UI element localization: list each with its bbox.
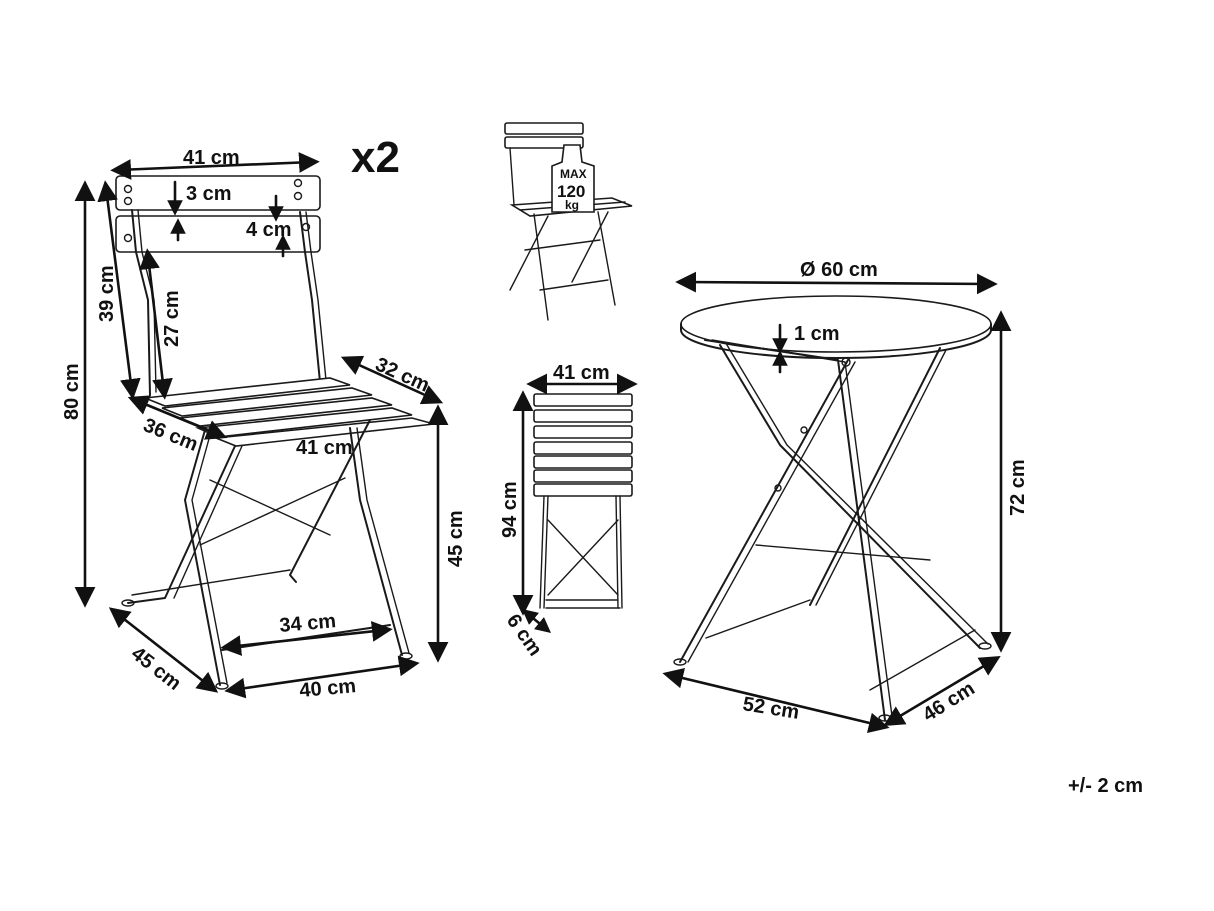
tolerance-label: +/- 2 cm [1068,775,1143,797]
table-leg-inner [687,361,856,663]
chair-leg-back-left-inner [191,427,228,684]
folded-chair-leg [615,495,619,609]
folded-chair-slat [533,455,633,469]
chair-backrest-height-label: 39 cm [96,265,118,322]
folded-chair-leg [539,495,545,609]
folded-chair-dimension-lines [512,373,638,633]
table-diameter-label: Ø 60 cm [800,259,878,281]
table-top-thickness-label: 1 cm [794,323,840,345]
chair-leg-front-left [127,445,236,604]
chair-front-bar-width-label: 34 cm [279,610,337,637]
folded-chair-slat [533,469,633,483]
chair-slat-height-label: 4 cm [246,219,292,241]
table-base-width-label: 52 cm [741,693,800,724]
table-rivet [841,357,851,367]
folded-chair-height-label: 94 cm [499,481,521,538]
chair-dimension-lines [74,152,449,699]
chair-top-width-label: 41 cm [183,147,240,169]
table-rivet [774,484,782,492]
chair-leg-back-right [289,419,371,583]
weight-limit-value-label: 120 [557,182,585,201]
weight-icon [551,144,595,213]
chair-cross-bar [209,479,331,536]
folded-chair-slat [533,425,633,439]
chair-leg-right [349,427,403,656]
folded-chair-slat [533,483,633,497]
folded-chair-leg [543,495,549,609]
chair-total-height-label: 80 cm [61,363,83,420]
table-leg-inner [726,344,989,645]
small-chair-leg [571,211,609,283]
chair-leg-right-inner [356,427,410,654]
small-chair-bar [539,279,609,291]
chair-seat-depth-top-label: 32 cm [372,353,433,396]
table-cross-bar [755,544,931,561]
small-chair-leg [509,215,549,291]
table-leg [719,344,981,649]
folded-chair-slat [533,393,633,407]
chair-foot [215,682,229,690]
small-chair-back-slat [504,122,584,135]
folded-chair-width-label: 41 cm [553,362,610,384]
table-base-depth-label: 46 cm [919,678,979,727]
small-chair-leg [597,211,616,306]
chair-seat-width-label: 41 cm [296,437,353,459]
weight-limit-unit-label: kg [565,198,579,212]
chair-foot [121,599,135,607]
chair-backrest-inner-height-label: 27 cm [161,290,183,347]
chair-base-depth-label: 45 cm [127,643,185,695]
small-chair-upright [509,147,515,206]
chair-back-upright-right-inner [305,211,327,381]
small-chair-leg [533,213,549,321]
chair-slat-gap-label: 3 cm [186,183,232,205]
folded-chair-slat [533,409,633,423]
folded-chair-slat [533,441,633,455]
table-leg [679,359,849,663]
small-chair-cross [524,239,601,251]
folded-chair-leg [619,495,623,609]
folded-chair-thickness-label: 6 cm [502,610,546,660]
chair-base-width-label: 40 cm [299,675,357,702]
chair-foot [399,652,413,660]
chair-bottom-bar [131,569,291,596]
weight-limit-chair-drawing [504,122,633,321]
table-leg [704,339,886,721]
table-foot [978,642,992,650]
folded-chair-drawing [533,393,633,609]
chair-leg-front-left-inner [173,445,243,599]
chair-back-upright-right [299,211,321,383]
table-cross-bar [705,599,811,639]
table-top-edge [680,323,992,359]
table-leg [809,347,941,606]
table-drawing [673,295,992,722]
table-rivet [800,426,808,434]
table-foot [673,658,687,666]
quantity-label: x2 [351,133,400,182]
table-height-label: 72 cm [1007,459,1029,516]
weight-limit-max-label: MAX [560,167,587,181]
folded-chair-cross [547,519,619,596]
table-leg-inner [711,339,893,717]
chair-cross-bar [199,477,346,546]
chair-rivet [293,191,303,201]
chair-seat-height-label: 45 cm [445,510,467,567]
table-leg-inner [815,349,947,606]
table-dimension-lines [662,271,1012,734]
